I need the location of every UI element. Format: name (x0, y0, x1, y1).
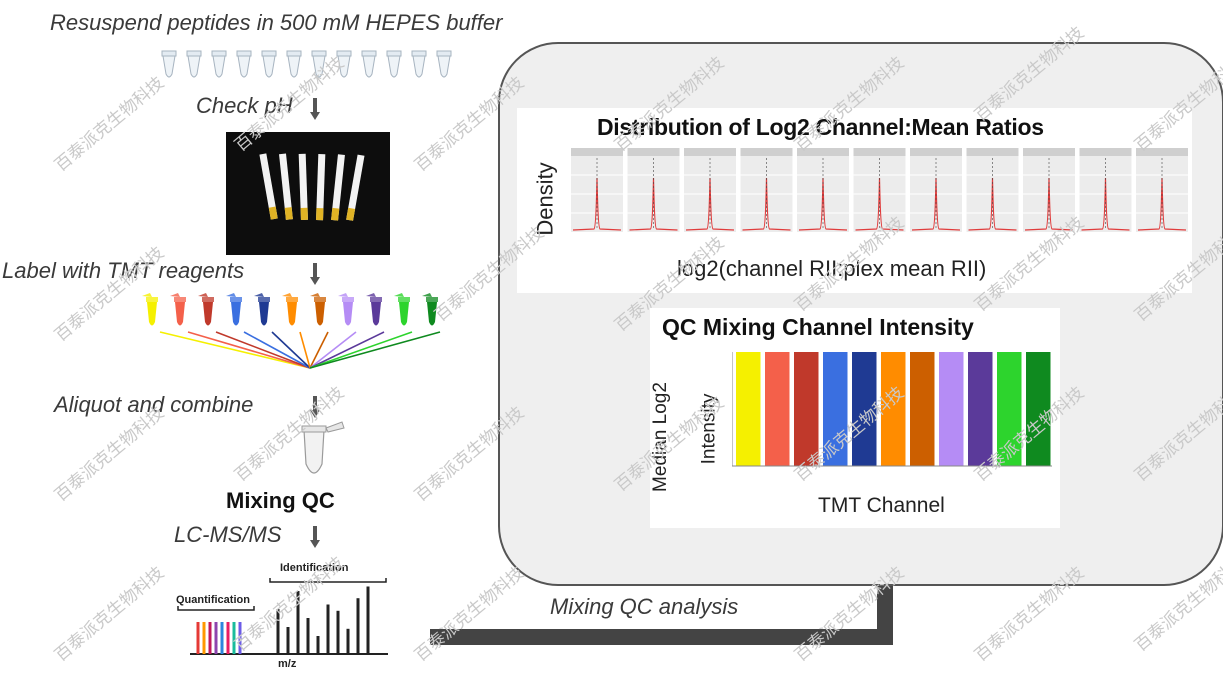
tmt-tube-icon (168, 292, 192, 330)
combine-line (309, 331, 441, 369)
density-panel (627, 148, 680, 232)
step-check-ph: Check pH (196, 93, 293, 118)
step-resuspend: Resuspend peptides in 500 mM HEPES buffe… (50, 10, 503, 35)
tube-icon (410, 50, 428, 80)
tube-icon (385, 50, 403, 80)
density-panel (910, 148, 962, 232)
identification-label: Identification (280, 562, 349, 574)
tmt-tube-icon (364, 292, 388, 330)
density-panel (1136, 148, 1188, 232)
tmt-tube-icon (280, 292, 304, 330)
down-arrow-icon (310, 98, 320, 127)
channel-bar (997, 352, 1022, 466)
density-chart: Distribution of Log2 Channel:Mean Ratios… (517, 108, 1192, 293)
down-arrow-icon (310, 396, 320, 425)
tmt-tube-icon (196, 292, 220, 330)
tmt-tube-icon (224, 292, 248, 330)
ph-strip (298, 153, 308, 220)
channel-bar (968, 352, 993, 466)
channel-bar (910, 352, 935, 466)
density-panel (853, 148, 906, 232)
tube-icon (210, 50, 228, 80)
combine-line (187, 331, 311, 369)
combined-tube-icon (298, 420, 348, 491)
ph-strips-photo (226, 132, 390, 255)
density-xlabel: log2(channel RII:plex mean RII) (677, 256, 987, 281)
intensity-bars (732, 352, 1052, 467)
ph-strip (346, 154, 365, 221)
tmt-tube-icon (420, 292, 444, 330)
ph-strip (331, 154, 345, 221)
combine-line (309, 331, 329, 369)
tube-icon (260, 50, 278, 80)
density-panel (684, 148, 736, 232)
intensity-xlabel: TMT Channel (818, 494, 945, 517)
tmt-tube-icon (252, 292, 276, 330)
colored-tube-row (140, 292, 470, 332)
mixing-qc-label: Mixing QC (226, 488, 335, 513)
channel-bar (852, 352, 877, 466)
analysis-label: Mixing QC analysis (550, 594, 739, 619)
tmt-tube-icon (336, 292, 360, 330)
intensity-chart: QC Mixing Channel Intensity Median Log2 … (650, 308, 1060, 528)
combine-line (159, 331, 311, 369)
density-panels (571, 148, 1188, 232)
watermark-text: 百泰派克生物科技 (51, 73, 168, 176)
combine-line (243, 331, 311, 369)
combine-line (309, 331, 413, 369)
ms-spectrum: Identification Quantification m/z (170, 558, 400, 678)
density-panel (1023, 148, 1075, 232)
combine-line (215, 331, 311, 369)
combine-lines (159, 331, 441, 369)
intensity-chart-title: QC Mixing Channel Intensity (662, 314, 974, 340)
channel-bar (823, 352, 848, 466)
tmt-tube-icon (392, 292, 416, 330)
tube-icon (435, 50, 453, 80)
channel-bar (736, 352, 761, 466)
ph-strip (316, 154, 326, 221)
quantification-label: Quantification (176, 594, 250, 606)
down-arrow-icon (310, 263, 320, 292)
intensity-ylabel-2: Intensity (698, 393, 720, 465)
down-arrow-icon (310, 526, 320, 555)
watermark-text: 百泰派克生物科技 (51, 563, 168, 666)
tube-icon (310, 50, 328, 80)
combine-line (309, 331, 357, 369)
density-panel (1079, 148, 1132, 232)
ident-bracket (269, 578, 387, 583)
combine-line (271, 331, 311, 369)
density-ylabel: Density (532, 162, 558, 236)
tube-icon (160, 50, 178, 80)
channel-bar (939, 352, 964, 466)
tube-icon (360, 50, 378, 80)
density-panel (966, 148, 1019, 232)
density-panel (740, 148, 793, 232)
channel-bar (794, 352, 819, 466)
ph-strip (279, 153, 293, 220)
density-panel (571, 148, 623, 232)
channel-bar (765, 352, 790, 466)
tube-icon (235, 50, 253, 80)
step-aliquot: Aliquot and combine (54, 392, 254, 417)
combine-line (309, 331, 385, 369)
tube-icon (335, 50, 353, 80)
ph-strip (259, 153, 278, 220)
step-label-tmt: Label with TMT reagents (2, 258, 245, 283)
mz-axis-label: m/z (278, 658, 297, 670)
tube-icon (285, 50, 303, 80)
intensity-ylabel-1: Median Log2 (649, 382, 671, 492)
channel-bar (881, 352, 906, 466)
quant-bracket (177, 606, 255, 611)
density-chart-title: Distribution of Log2 Channel:Mean Ratios (597, 114, 1044, 140)
channel-bar (1026, 352, 1051, 466)
density-panel (797, 148, 849, 232)
tmt-tube-icon (140, 292, 164, 330)
step-lcms: LC-MS/MS (174, 522, 282, 547)
tube-icon (185, 50, 203, 80)
combine-line (299, 331, 311, 369)
clear-tube-row (160, 50, 480, 82)
tmt-tube-icon (308, 292, 332, 330)
